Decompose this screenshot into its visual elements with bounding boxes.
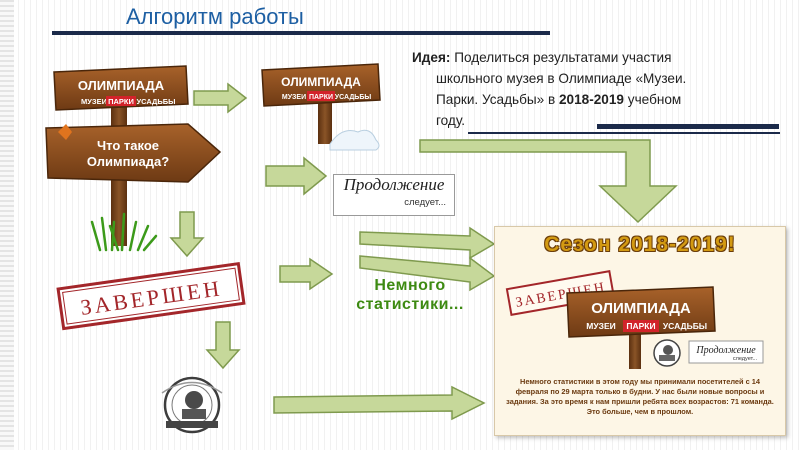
signpost-question-line1: Что такое	[97, 138, 159, 153]
stats-label: Немного статистики...	[338, 276, 482, 314]
poster-season-title: Сезон 2018-2019!	[544, 233, 736, 256]
poster-signpost-parks-box	[623, 320, 659, 332]
poster-signpost-olympiad: ОЛИМПИАДА	[591, 300, 691, 317]
poster-continuation-small: следует...	[733, 356, 758, 362]
signpost-left-olympiad: ОЛИМПИАДА	[78, 78, 165, 93]
signpost-middle-w2: ПАРКИ	[309, 94, 333, 101]
signpost-question-line2: Олимпиада?	[87, 154, 169, 169]
poster-emblem-icon	[653, 339, 681, 367]
stamp-completed: ЗАВЕРШЕН	[56, 261, 246, 331]
arrow-right-icon	[279, 257, 334, 291]
signpost-middle-olympiad: ОЛИМПИАДА	[281, 75, 361, 89]
arrow-right-icon	[359, 255, 496, 292]
signpost-left-w3: УСАДЬБЫ	[136, 97, 175, 106]
season-poster: Сезон 2018-2019! ЗАВЕРШЕН ОЛИМПИАДА МУЗЕ…	[494, 226, 786, 436]
signpost-middle-board	[261, 63, 381, 107]
arrow-elbow-to-poster	[419, 139, 678, 224]
poster-graphics: ЗАВЕРШЕН ОЛИМПИАДА МУЗЕИ ПАРКИ УСАДЬБЫ П…	[505, 270, 764, 369]
signpost-middle-post	[318, 96, 332, 144]
idea-label: Идея:	[412, 50, 451, 65]
grass-icon	[90, 212, 158, 252]
poster-stats-text: Немного статистики в этом году мы приним…	[506, 377, 774, 416]
arrow-right-icon	[193, 82, 248, 114]
idea-line-1: Поделиться результатами участия	[454, 50, 672, 65]
poster-signpost-w1: МУЗЕИ	[586, 321, 615, 331]
continuation-small: следует...	[404, 197, 446, 208]
stats-label-line1: Немного	[374, 277, 446, 294]
signpost-left-board-top	[53, 65, 189, 111]
idea-text: Идея: Поделиться результатами участия шк…	[412, 47, 752, 131]
poster-signpost-board	[566, 286, 716, 338]
page-title: Алгоритм работы	[126, 4, 304, 29]
signpost-middle-w1: МУЗЕИ	[282, 94, 306, 101]
header-bar	[52, 31, 550, 35]
arrow-right-icon	[359, 226, 496, 260]
snow-icon	[329, 129, 380, 151]
continuation-script: Продолжение	[343, 175, 445, 194]
left-edge-decoration	[0, 0, 14, 450]
arrow-right-icon	[273, 385, 486, 421]
signpost-middle: ОЛИМПИАДА МУЗЕИ ПАРКИ УСАДЬБЫ	[261, 63, 381, 151]
poster-signpost-w3: УСАДЬБЫ	[663, 321, 707, 331]
poster-signpost-w2: ПАРКИ	[626, 321, 655, 331]
arrow-down-icon	[205, 321, 241, 370]
arrow-down-icon	[169, 211, 205, 258]
poster-signpost-post	[629, 331, 641, 369]
museum-emblem-icon	[161, 376, 223, 434]
idea-line-2: школьного музея в Олимпиаде «Музеи.	[436, 71, 687, 86]
bar-right-bottom	[468, 132, 780, 134]
signpost-left-w2: ПАРКИ	[108, 97, 134, 106]
continuation-badge: Продолжение следует...	[333, 174, 455, 216]
bar-right-top	[597, 124, 779, 129]
leaf-icon	[58, 124, 72, 140]
signpost-left-w1: МУЗЕИ	[81, 97, 107, 106]
signpost-left: ОЛИМПИАДА МУЗЕИ ПАРКИ УСАДЬБЫ Что такое …	[45, 65, 222, 252]
poster-continuation-script: Продолжение	[695, 345, 756, 356]
signpost-middle-w3: УСАДЬБЫ	[335, 94, 372, 101]
poster-continuation-badge	[688, 340, 764, 364]
idea-line-3: Парки. Усадьбы» в 2018-2019 учебном	[436, 92, 682, 107]
signpost-left-parks-box	[106, 96, 136, 106]
stats-label-line2: статистики...	[356, 296, 464, 313]
arrow-right-icon	[265, 156, 328, 196]
signpost-middle-parks-box	[307, 91, 335, 101]
idea-line-4: году.	[436, 113, 466, 128]
signpost-left-board-arrow	[45, 123, 222, 183]
